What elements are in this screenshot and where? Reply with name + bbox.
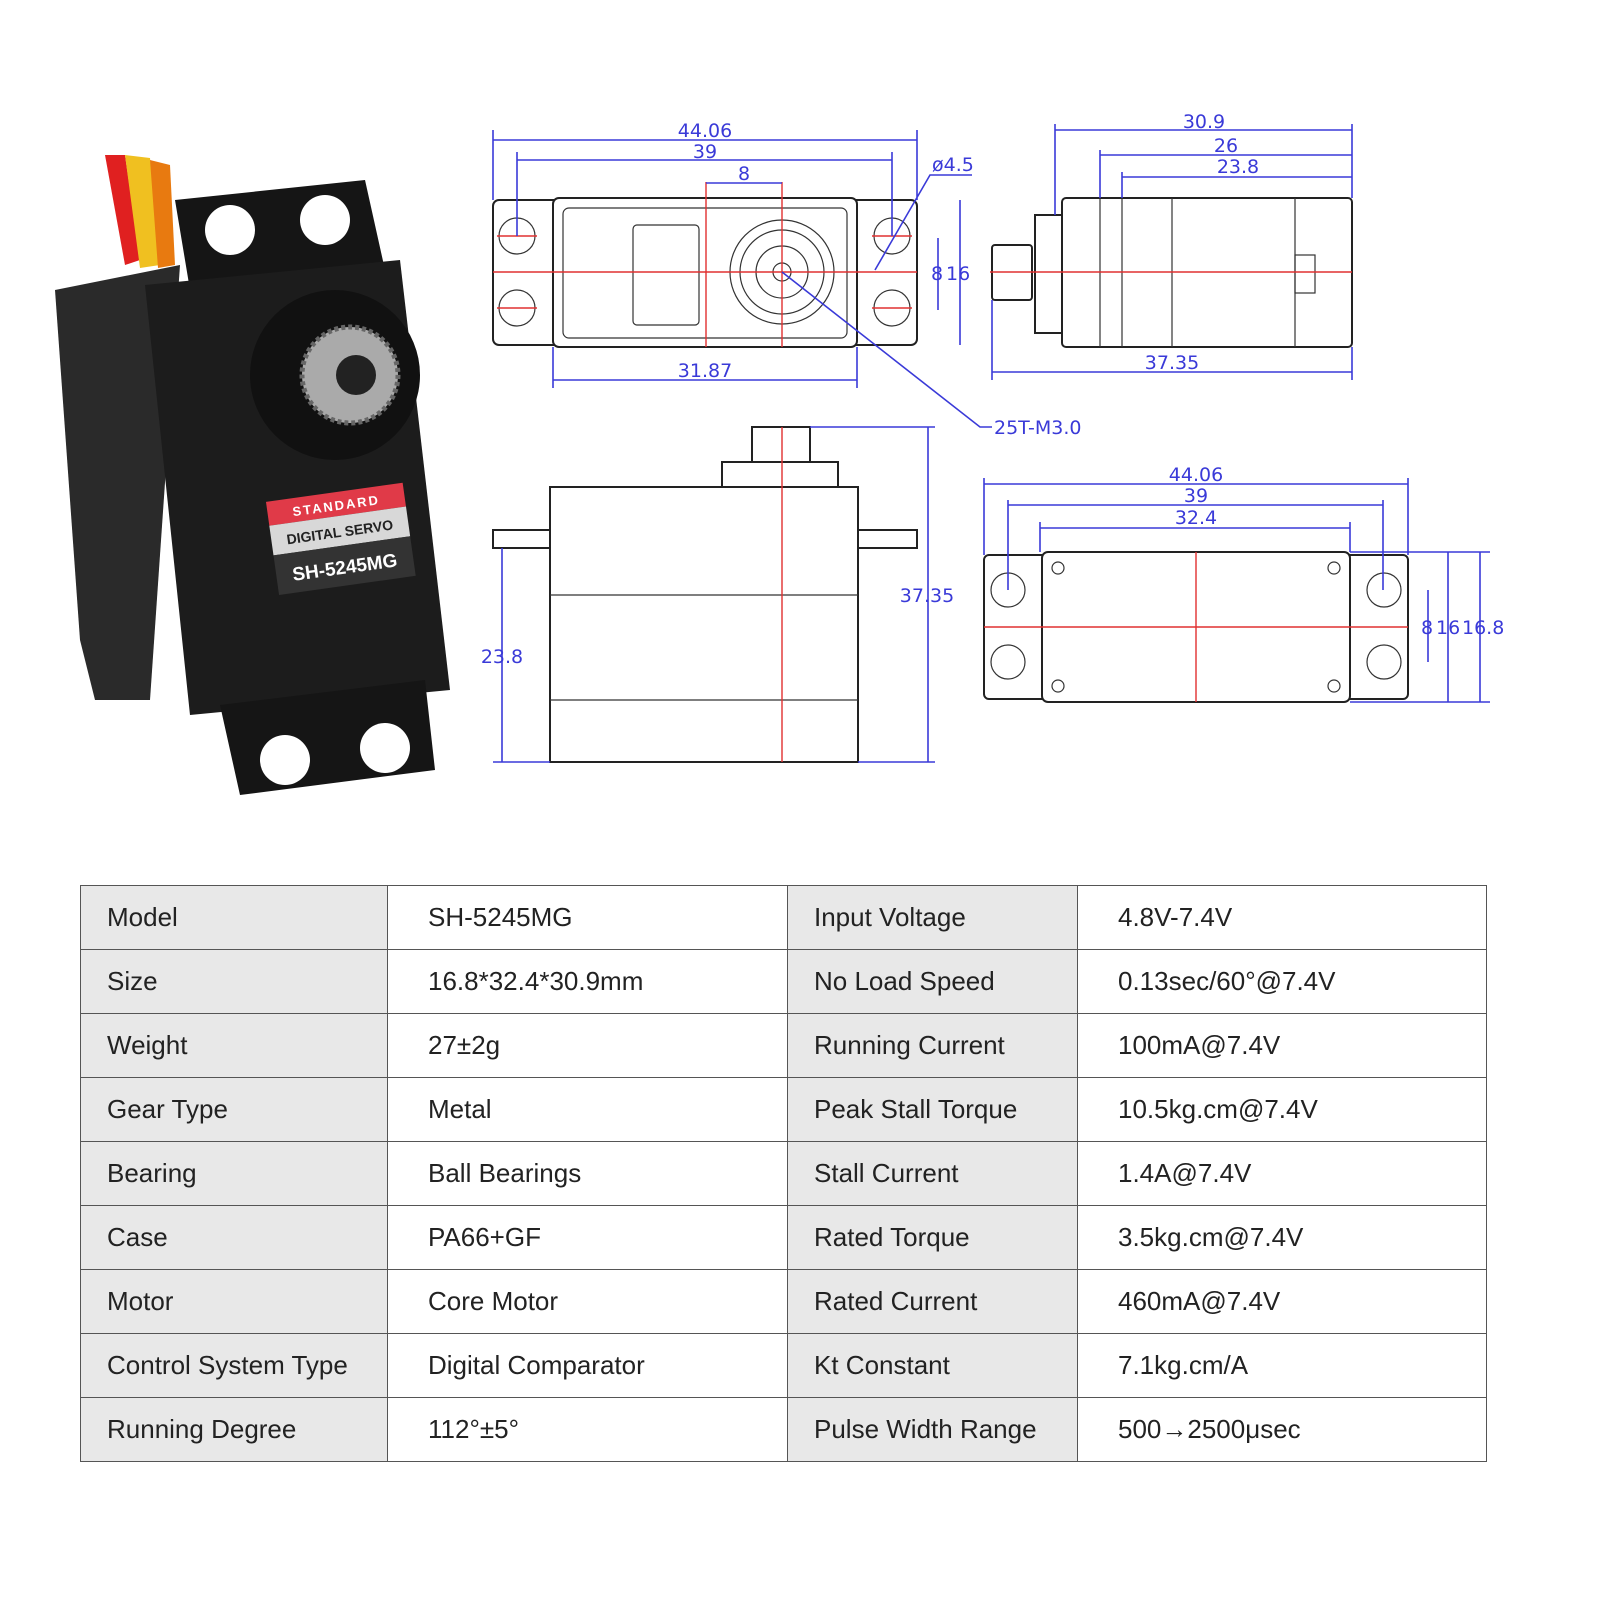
spec-label: Pulse Width Range	[787, 1397, 1078, 1462]
spec-label: No Load Speed	[787, 949, 1078, 1014]
spec-value: 1.4A@7.4V	[1077, 1141, 1487, 1206]
dim-front-flange-height: 23.8	[481, 646, 523, 668]
dim-front-height: 37.35	[900, 585, 954, 607]
dim-bottom-hole-span: 39	[1184, 485, 1208, 507]
spec-value: 500→2500μsec	[1077, 1397, 1487, 1462]
servo-side	[55, 265, 180, 700]
spec-value: Metal	[387, 1077, 788, 1142]
wire-red	[105, 155, 140, 265]
spec-label: Kt Constant	[787, 1333, 1078, 1398]
spec-label: Stall Current	[787, 1141, 1078, 1206]
dim-side-2: 26	[1214, 135, 1238, 157]
wire-yellow	[125, 155, 160, 268]
spec-value: 27±2g	[387, 1013, 788, 1078]
spec-label: Rated Torque	[787, 1205, 1078, 1270]
dim-spline: 25T-M3.0	[994, 417, 1082, 439]
spec-label: Running Current	[787, 1013, 1078, 1078]
spec-label: Weight	[80, 1013, 388, 1078]
front-view: 37.35 23.8	[481, 426, 954, 763]
spec-label: Size	[80, 949, 388, 1014]
spec-value: PA66+GF	[387, 1205, 788, 1270]
spec-label: Motor	[80, 1269, 388, 1334]
dim-bottom-v2: 16	[1436, 617, 1460, 639]
dim-top-body-width: 31.87	[678, 360, 732, 382]
spec-value: 100mA@7.4V	[1077, 1013, 1487, 1078]
dim-top-v-hole: 8	[931, 263, 943, 285]
dim-top-shaft-offset: 8	[738, 163, 750, 185]
top-view: 44.06 39 8 31.87 ø4.5 8 16 25T-M3.0	[492, 120, 1082, 439]
dim-top-v-overall: 16	[946, 263, 970, 285]
spec-value: SH-5245MG	[387, 885, 788, 950]
spec-label: Running Degree	[80, 1397, 388, 1462]
spec-label: Gear Type	[80, 1077, 388, 1142]
technical-drawings: 44.06 39 8 31.87 ø4.5 8 16 25T-M3.0 30.9…	[481, 111, 1504, 763]
spec-label: Control System Type	[80, 1333, 388, 1398]
spec-value: Digital Comparator	[387, 1333, 788, 1398]
spec-value: 10.5kg.cm@7.4V	[1077, 1077, 1487, 1142]
dim-bottom-v3: 16.8	[1462, 617, 1504, 639]
dim-bottom-v1: 8	[1421, 617, 1433, 639]
spec-value: Ball Bearings	[387, 1141, 788, 1206]
side-view: 30.9 26 23.8 37.35	[990, 111, 1353, 380]
dim-side-3: 23.8	[1217, 156, 1259, 178]
spec-value: 7.1kg.cm/A	[1077, 1333, 1487, 1398]
spec-value: 0.13sec/60°@7.4V	[1077, 949, 1487, 1014]
spec-label: Model	[80, 885, 388, 950]
spec-label: Bearing	[80, 1141, 388, 1206]
wire-orange	[150, 160, 175, 268]
dim-side-1: 30.9	[1183, 111, 1225, 133]
bottom-view: 44.06 39 32.4 8 16 16.8	[983, 464, 1504, 703]
dim-side-length: 37.35	[1145, 352, 1199, 374]
spec-value: 112°±5°	[387, 1397, 788, 1462]
spec-value: 16.8*32.4*30.9mm	[387, 949, 788, 1014]
spec-value: 4.8V-7.4V	[1077, 885, 1487, 950]
dim-bottom-body: 32.4	[1175, 507, 1217, 529]
dim-top-overall: 44.06	[678, 120, 732, 142]
dim-hole-diameter: ø4.5	[932, 154, 974, 176]
spec-value: 3.5kg.cm@7.4V	[1077, 1205, 1487, 1270]
spec-value: 460mA@7.4V	[1077, 1269, 1487, 1334]
dim-top-hole-span: 39	[693, 141, 717, 163]
spec-value: Core Motor	[387, 1269, 788, 1334]
spec-label: Case	[80, 1205, 388, 1270]
dim-bottom-overall: 44.06	[1169, 464, 1223, 486]
label-red-band	[265, 482, 406, 526]
spec-label: Input Voltage	[787, 885, 1078, 950]
servo-photo: STANDARD DIGITAL SERVO SH-5245MG	[55, 155, 450, 795]
spec-label: Peak Stall Torque	[787, 1077, 1078, 1142]
spec-label: Rated Current	[787, 1269, 1078, 1334]
